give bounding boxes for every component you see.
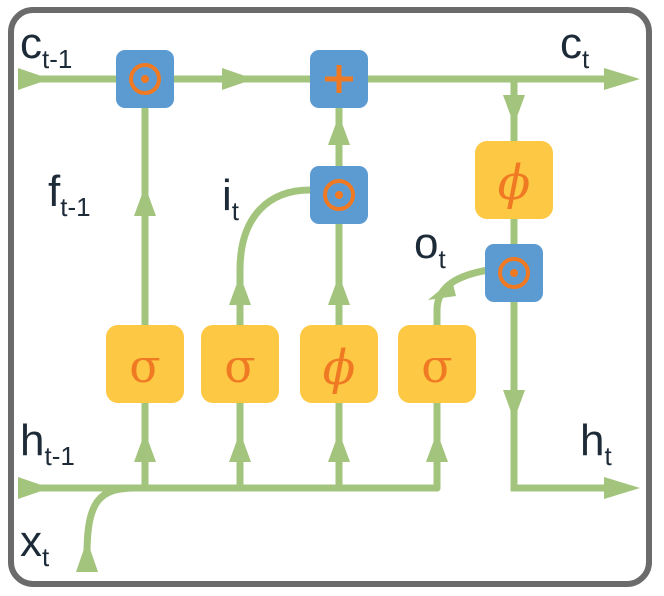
- candidate-box: ϕ: [300, 325, 378, 403]
- cell-tanh-box: ϕ: [475, 141, 553, 219]
- arrow-up-cand-mid: [328, 275, 350, 305]
- arrow-up-forget-mid: [134, 186, 156, 216]
- o-t-label: ot: [414, 219, 446, 274]
- arrow-c-out: [604, 68, 640, 90]
- arrow-up-output-in: [426, 432, 448, 462]
- add-node: [310, 50, 368, 108]
- arrowheads: [18, 68, 640, 572]
- h-prev-label: ht-1: [20, 416, 75, 471]
- arrow-up-forget-in: [134, 432, 156, 462]
- i-t-label: it: [222, 171, 240, 226]
- forget-sigma-label: σ: [129, 339, 160, 393]
- arrow-up-cand-in: [328, 432, 350, 462]
- forget-mult-node: [116, 50, 174, 108]
- cell-phi-label: ϕ: [498, 155, 531, 211]
- input-gate-box: σ: [201, 325, 279, 403]
- arrow-down-hout: [503, 390, 525, 420]
- forget-gate-box: σ: [106, 325, 184, 403]
- x-input-curve: [83, 484, 139, 559]
- arrow-output-curve: [428, 280, 456, 300]
- output-mult-node: [485, 244, 543, 302]
- arrow-up-cand-top: [328, 115, 350, 145]
- arrow-up-input-in: [229, 432, 251, 462]
- arrow-h-in: [18, 477, 50, 499]
- c-prev-label: ct-1: [20, 19, 72, 74]
- candidate-phi-label: ϕ: [323, 340, 356, 396]
- arrow-down-tanh: [503, 95, 525, 125]
- output-sigma-label: σ: [421, 339, 452, 393]
- f-prev-label: ft-1: [48, 167, 91, 222]
- output-gate-box: σ: [398, 325, 476, 403]
- x-t-label: xt: [20, 517, 50, 572]
- arrow-c-mid: [222, 68, 254, 90]
- arrow-x-in: [76, 540, 98, 572]
- c-t-label: ct: [560, 19, 590, 74]
- input-sigma-label: σ: [224, 339, 255, 393]
- input-gate-line: [236, 186, 314, 492]
- h-t-label: ht: [580, 416, 612, 471]
- arrow-c-in: [18, 68, 50, 90]
- arrow-h-out: [604, 477, 640, 499]
- arrow-up-input-mid: [229, 275, 251, 305]
- input-mult-node: [310, 166, 368, 224]
- output-to-h-line: [510, 296, 616, 492]
